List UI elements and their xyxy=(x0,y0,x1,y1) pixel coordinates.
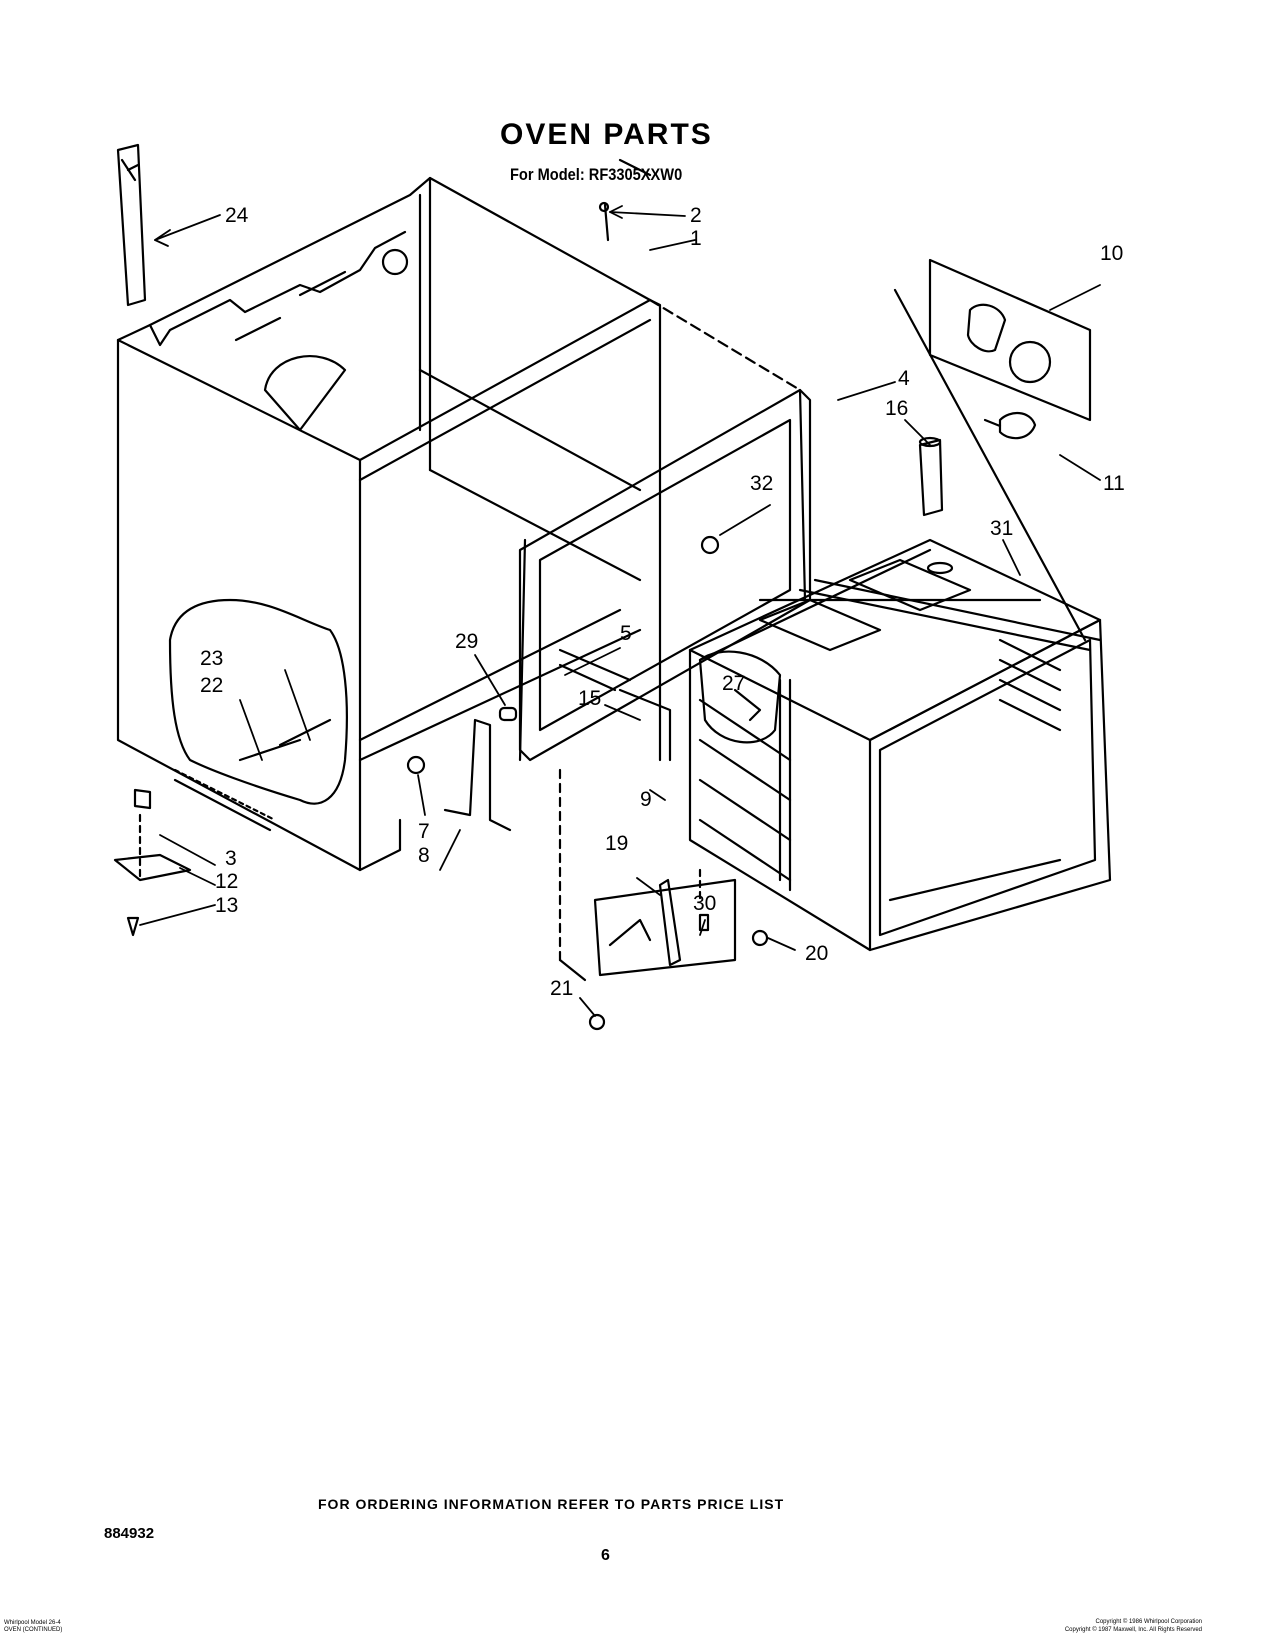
callout-22: 22 xyxy=(200,674,223,697)
leader-lines xyxy=(139,205,1101,1017)
footer-copyright: Copyright © 1986 Whirlpool Corporation C… xyxy=(1065,1618,1202,1634)
callout-8: 8 xyxy=(418,844,430,867)
callout-7: 7 xyxy=(418,820,430,843)
callout-21: 21 xyxy=(550,977,573,1000)
callout-12: 12 xyxy=(215,870,238,893)
page-number: 6 xyxy=(601,1547,610,1564)
callout-27: 27 xyxy=(722,672,745,695)
document-number: 884932 xyxy=(104,1525,155,1542)
callout-29: 29 xyxy=(455,630,478,653)
callout-2: 2 xyxy=(690,204,702,227)
callout-11: 11 xyxy=(1103,472,1125,495)
oven-light-assembly xyxy=(893,258,1092,642)
duct-part xyxy=(116,143,147,307)
callout-4: 4 xyxy=(898,367,910,390)
callout-1: 1 xyxy=(690,227,702,250)
callout-5: 5 xyxy=(620,622,632,645)
footer-left-line-2: OVEN (CONTINUED) xyxy=(4,1627,63,1633)
footer-left-line-1: Whirlpool Model 26-4 xyxy=(4,1620,61,1626)
callout-10: 10 xyxy=(1100,242,1123,265)
callout-16: 16 xyxy=(885,397,908,420)
callout-9: 9 xyxy=(640,788,652,811)
callout-15: 15 xyxy=(578,687,601,710)
footer-copyright-line-1: Copyright © 1986 Whirlpool Corporation xyxy=(1095,1619,1202,1625)
callout-19: 19 xyxy=(605,832,628,855)
callout-13: 13 xyxy=(215,894,238,917)
ordering-note: FOR ORDERING INFORMATION REFER TO PARTS … xyxy=(318,1496,785,1512)
footer-copyright-line-2: Copyright © 1987 Maxwell, Inc. All Right… xyxy=(1064,1627,1202,1633)
footer-left-note: Whirlpool Model 26-4 OVEN (CONTINUED) xyxy=(4,1620,62,1634)
callout-3: 3 xyxy=(225,847,237,870)
callout-labels: 24 2 1 10 4 16 11 32 31 29 5 23 22 15 27… xyxy=(200,204,1125,1000)
callout-23: 23 xyxy=(200,647,223,670)
callout-24: 24 xyxy=(225,204,249,227)
oven-liner xyxy=(688,538,1112,952)
callout-32: 32 xyxy=(750,472,773,495)
small-parts xyxy=(113,201,954,1031)
callout-31: 31 xyxy=(990,517,1013,540)
cabinet-body xyxy=(116,158,812,982)
callout-20: 20 xyxy=(805,942,828,965)
page-title: OVEN PARTS xyxy=(500,118,713,151)
callout-30: 30 xyxy=(693,892,716,915)
